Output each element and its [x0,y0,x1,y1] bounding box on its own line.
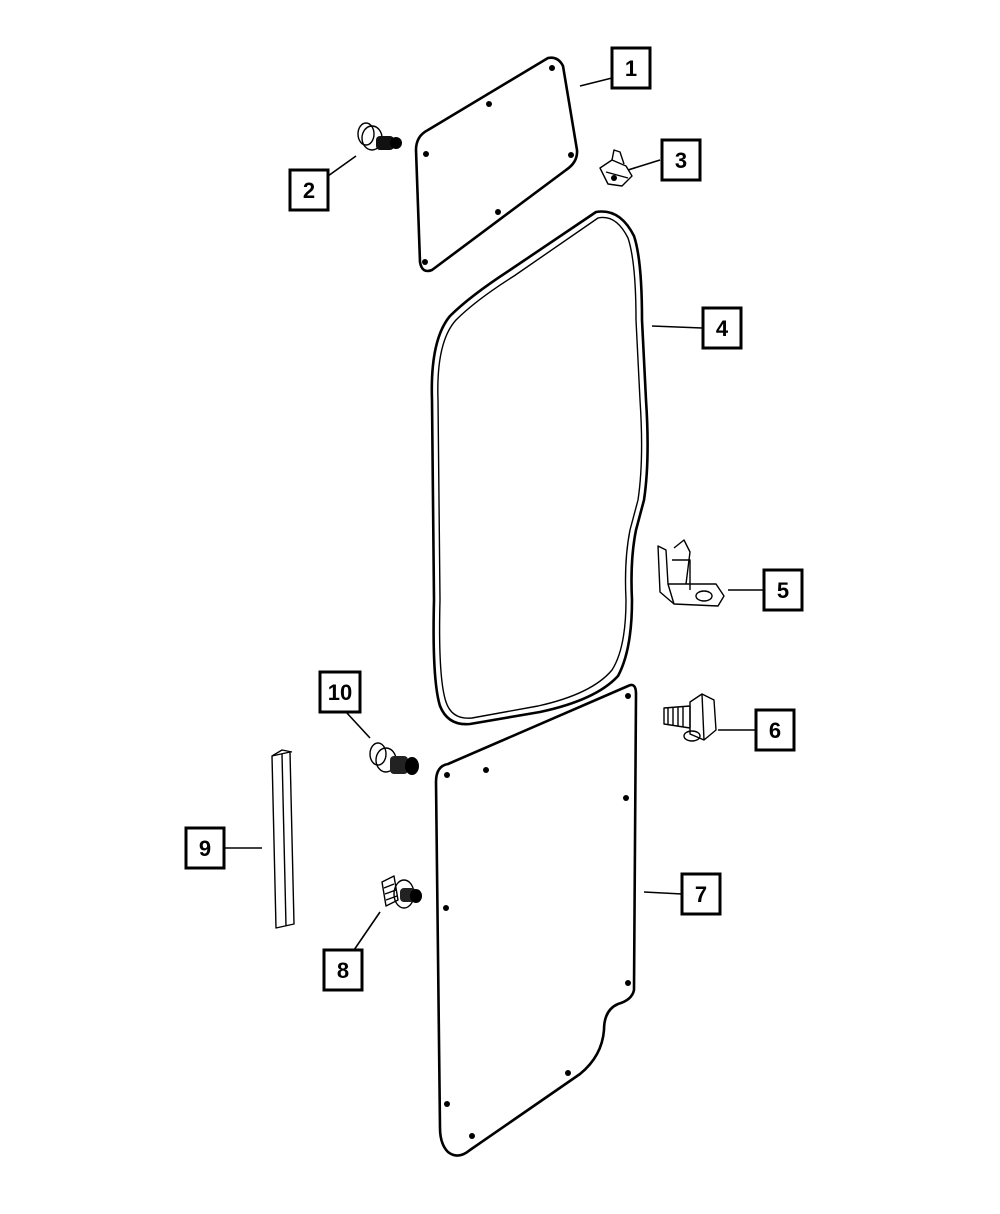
svg-text:9: 9 [199,836,211,861]
callout-5: 5 [762,568,804,612]
callout-3: 3 [660,138,702,182]
callout-9: 9 [184,826,226,870]
svg-text:8: 8 [337,958,349,983]
leader-10 [345,711,371,739]
part-7-lower-panel [434,683,638,1157]
callout-10: 10 [318,670,362,714]
svg-text:5: 5 [777,578,789,603]
leader-lines [224,77,764,951]
part-5-bracket [657,539,725,607]
leader-8 [353,911,381,951]
callout-4: 4 [701,306,743,350]
part-10-push-pin [369,742,419,775]
svg-text:1: 1 [625,56,637,81]
svg-text:10: 10 [328,680,352,705]
svg-text:2: 2 [303,178,315,203]
leader-4 [651,325,703,329]
callout-6: 6 [754,708,796,752]
part-1-upper-panel [414,56,579,273]
part-9-strip [271,749,295,929]
callout-8: 8 [322,948,364,992]
leader-7 [643,891,683,895]
part-4-seal [430,210,649,726]
leader-1 [579,77,613,87]
svg-text:6: 6 [769,718,781,743]
callout-1: 1 [610,46,652,90]
part-8-retainer [381,875,422,909]
callout-2: 2 [288,168,330,212]
svg-text:7: 7 [695,882,707,907]
part-6-hex-bolt [663,693,717,742]
leader-3 [627,159,661,171]
part-2-push-pin [357,122,402,151]
svg-text:4: 4 [716,316,729,341]
leader-2 [327,155,357,177]
callout-7: 7 [680,872,722,916]
part-3-clip [599,149,633,187]
svg-text:3: 3 [675,148,687,173]
